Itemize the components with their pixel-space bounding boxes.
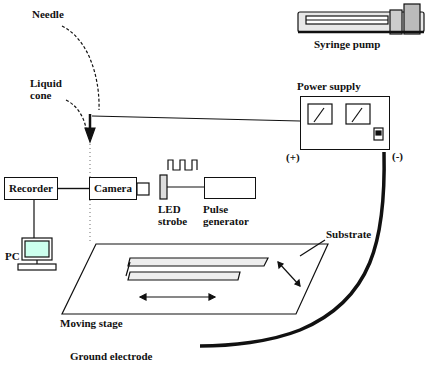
ground-electrode-label: Ground electrode	[70, 350, 152, 362]
polarity-label: (-)	[392, 150, 403, 162]
moving-stage	[62, 144, 328, 314]
power-supply-box: Power supply	[300, 96, 390, 150]
pc-label: PC	[5, 250, 20, 262]
needle-label: Needle	[32, 8, 64, 20]
syringe-pump-label: Syringe pump	[314, 38, 380, 50]
needle	[89, 114, 92, 128]
node-label: Camera	[94, 182, 132, 194]
node-label: Recorder	[9, 182, 53, 194]
syringe-pump	[298, 4, 424, 34]
needle-wire	[92, 116, 300, 121]
camera-box: Camera	[89, 177, 137, 200]
pulse-generator-box: Pulse generator	[204, 177, 256, 199]
node-label: Pulse generator	[203, 203, 249, 227]
liquid-cone-shape	[85, 128, 95, 142]
led-strobe	[160, 175, 167, 199]
node-label: Power supply	[297, 80, 361, 92]
moving-stage-label: Moving stage	[60, 317, 123, 329]
connector	[58, 188, 89, 189]
substrate-label: Substrate	[326, 228, 371, 240]
recorder-box: Recorder	[4, 177, 58, 200]
led-strobe-label: LED strobe	[158, 203, 187, 227]
strobe-wire	[167, 186, 204, 187]
cone-leader	[66, 100, 86, 128]
camera-lens	[137, 183, 149, 195]
liquid-cone-label: Liquid cone	[30, 77, 62, 101]
pc-icon	[18, 238, 56, 270]
needle-leader	[62, 26, 99, 110]
polarity-label: (+)	[286, 151, 300, 163]
pc-cable	[33, 200, 34, 238]
power-meters	[308, 104, 383, 140]
pulse-waveform	[168, 160, 197, 170]
